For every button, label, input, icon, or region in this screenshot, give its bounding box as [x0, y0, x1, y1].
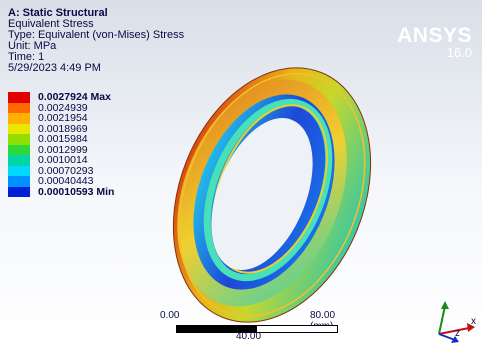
- result-type: Type: Equivalent (von-Mises) Stress: [8, 29, 185, 41]
- logo-version: 16.0: [446, 45, 472, 60]
- legend-swatch: [8, 176, 30, 187]
- legend-value[interactable]: 0.00070293: [38, 164, 94, 177]
- z-axis-arrow: [451, 336, 459, 343]
- ring-edge-highlight: [178, 73, 366, 317]
- axis-triad[interactable]: x z: [425, 298, 481, 344]
- legend-value[interactable]: 0.0012999: [38, 143, 88, 156]
- result-date: 5/29/2023 4:49 PM: [8, 62, 101, 74]
- scale-left-label: 0.00: [160, 310, 180, 321]
- legend-swatch: [8, 123, 30, 134]
- legend-value[interactable]: 0.0010014: [38, 154, 88, 166]
- x-axis-arrow: [467, 323, 475, 332]
- legend-value[interactable]: 0.0015984: [38, 133, 88, 145]
- scale-ruler: 0.00 80.00 (mm) 40.00: [160, 310, 360, 344]
- x-axis-line: [438, 327, 470, 335]
- z-axis-label: z: [455, 328, 460, 339]
- result-header: A: Static Structural Equivalent Stress T…: [8, 8, 184, 74]
- legend-swatch: [8, 92, 30, 103]
- legend-value[interactable]: 0.0021954: [38, 112, 88, 124]
- legend-value[interactable]: 0.0018969: [38, 122, 88, 135]
- legend-swatch: [8, 113, 30, 124]
- y-axis-arrow: [441, 301, 449, 309]
- legend-swatch: [8, 186, 30, 197]
- scale-bar: [176, 325, 338, 333]
- legend-value[interactable]: 0.0027924 Max: [38, 91, 111, 103]
- legend-value[interactable]: 0.00040443: [38, 175, 94, 187]
- result-time: Time: 1: [8, 51, 45, 63]
- ring-opening: [211, 118, 313, 270]
- logo-name: ANSYS: [397, 24, 472, 47]
- z-axis-line: [438, 333, 456, 341]
- legend-swatch: [8, 144, 30, 155]
- legend-value[interactable]: 0.00010593 Min: [38, 185, 115, 198]
- x-axis-label: x: [471, 316, 476, 327]
- legend-swatch: [8, 102, 30, 113]
- legend-swatch: [8, 165, 30, 176]
- legend-swatch: [8, 155, 30, 166]
- legend-swatch: [8, 134, 30, 145]
- scale-bar-fill: [177, 326, 257, 332]
- ansys-logo: ANSYS 16.0: [397, 24, 472, 60]
- analysis-title: A: Static Structural: [8, 7, 108, 19]
- ring-inner-groove-line: [212, 104, 328, 274]
- result-name: Equivalent Stress: [8, 18, 94, 30]
- scale-mid-label: 40.00: [236, 331, 262, 342]
- result-unit: Unit: MPa: [8, 40, 57, 52]
- ring-inner-groove: [203, 98, 333, 282]
- y-axis-line: [438, 305, 446, 335]
- legend-value[interactable]: 0.0024939: [38, 101, 88, 114]
